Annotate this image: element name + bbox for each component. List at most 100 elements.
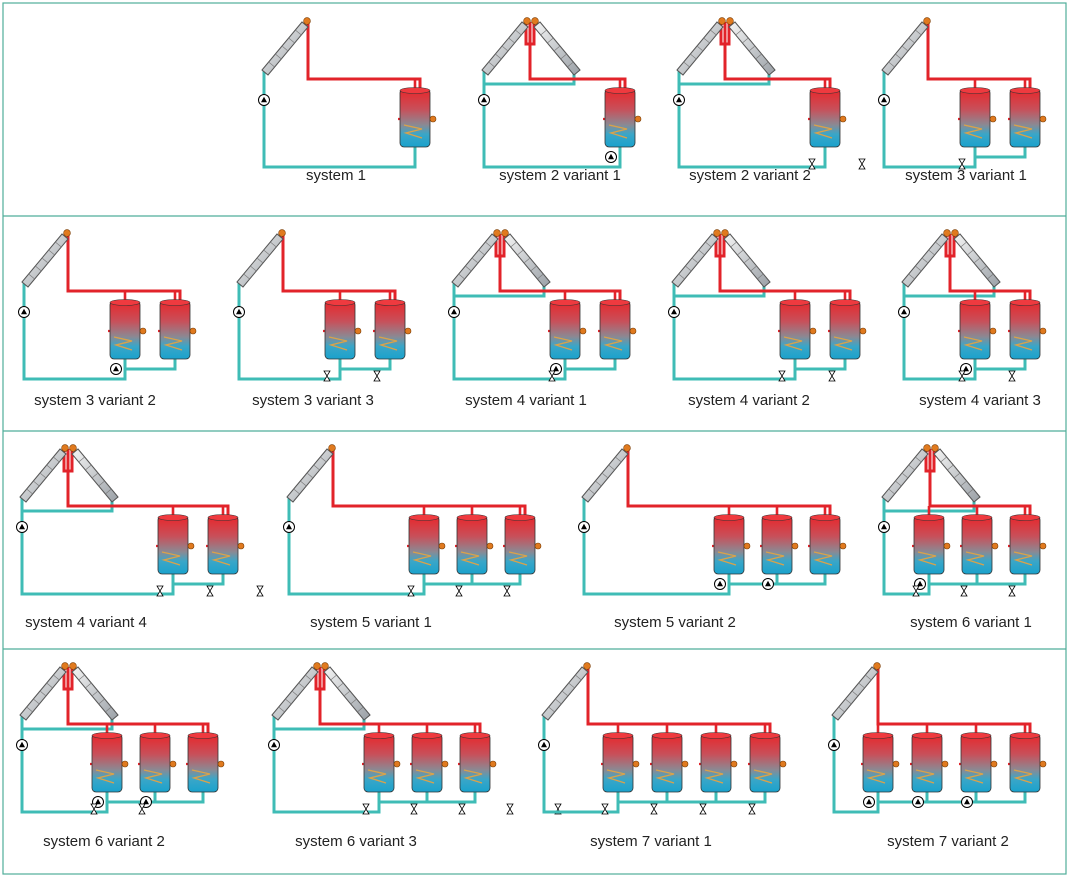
sensor-dot — [534, 542, 542, 550]
pump-icon — [878, 94, 890, 106]
pump-icon — [828, 739, 840, 751]
storage-tank — [809, 87, 847, 148]
valve-icon — [503, 585, 511, 597]
system-cell: system 6 variant 3 — [268, 662, 562, 850]
sensor-dot — [951, 229, 959, 237]
valve-icon — [410, 803, 418, 815]
sensor-dot — [493, 229, 501, 237]
sensor-dot — [730, 760, 738, 768]
system-label: system 3 variant 3 — [252, 392, 374, 409]
sensor-dot — [634, 115, 642, 123]
system-label: system 4 variant 2 — [688, 392, 810, 409]
sensor-dot — [989, 327, 997, 335]
sensor-dot — [139, 327, 147, 335]
valve-icon — [458, 803, 466, 815]
system-cell: system 4 variant 4 — [16, 444, 264, 631]
valve-icon — [1008, 370, 1016, 382]
valve-icon — [650, 803, 658, 815]
sensor-dot — [404, 327, 412, 335]
sensor-dot — [718, 17, 726, 25]
pump-icon — [16, 521, 28, 533]
system-cell: system 2 variant 1 — [478, 17, 642, 184]
valve-icon — [958, 158, 966, 170]
system-label: system 6 variant 2 — [43, 833, 165, 850]
collector-panel — [321, 662, 371, 721]
storage-tank — [599, 299, 637, 360]
sensor-dot — [1039, 115, 1047, 123]
storage-tank — [504, 514, 542, 575]
pump-icon — [578, 521, 590, 533]
sensor-dot — [61, 662, 69, 670]
collector-panel — [831, 662, 881, 721]
sensor-dot — [623, 444, 631, 452]
valve-icon — [90, 803, 98, 815]
valve-icon — [373, 370, 381, 382]
sensor-dot — [354, 327, 362, 335]
collector-panel — [69, 444, 119, 503]
sensor-dot — [486, 542, 494, 550]
sensor-dot — [779, 760, 787, 768]
sensor-dot — [489, 760, 497, 768]
sensor-dot — [931, 444, 939, 452]
pump-icon — [448, 306, 460, 318]
sensor-dot — [217, 760, 225, 768]
valve-icon — [828, 370, 836, 382]
pump-icon — [233, 306, 245, 318]
system-cell: system 1 — [258, 17, 437, 184]
sensor-dot — [681, 760, 689, 768]
collector-panel — [501, 229, 551, 288]
sensor-dot — [726, 17, 734, 25]
pump-icon — [283, 521, 295, 533]
storage-tank — [374, 299, 412, 360]
system-cell: system 4 variant 3 — [898, 229, 1047, 409]
storage-tank — [961, 514, 999, 575]
storage-tank — [713, 514, 751, 575]
sensor-dot — [743, 542, 751, 550]
pump-icon — [668, 306, 680, 318]
valve-icon — [206, 585, 214, 597]
sensor-dot — [859, 327, 867, 335]
sensor-dot — [189, 327, 197, 335]
storage-tank — [411, 732, 449, 793]
sensor-dot — [873, 662, 881, 670]
storage-tank — [408, 514, 446, 575]
collector-panel — [69, 662, 119, 721]
storage-tank — [187, 732, 225, 793]
storage-tank — [700, 732, 738, 793]
pump-icon — [714, 578, 726, 590]
valve-icon — [1008, 585, 1016, 597]
system-label: system 2 variant 2 — [689, 167, 811, 184]
sensor-dot — [1039, 542, 1047, 550]
valve-icon — [156, 585, 164, 597]
system-cell: system 3 variant 2 — [18, 229, 197, 409]
system-label: system 5 variant 2 — [614, 614, 736, 631]
storage-tank — [602, 732, 640, 793]
system-label: system 7 variant 2 — [887, 833, 1009, 850]
collector-panel — [271, 662, 321, 721]
valve-icon — [362, 803, 370, 815]
sensor-dot — [303, 17, 311, 25]
system-cell: system 7 variant 1 — [538, 662, 787, 850]
storage-tank — [960, 732, 998, 793]
valve-icon — [323, 370, 331, 382]
sensor-dot — [791, 542, 799, 550]
system-cell: system 5 variant 1 — [283, 444, 542, 631]
collector-panel — [901, 229, 951, 288]
storage-tank — [911, 732, 949, 793]
sensor-dot — [943, 542, 951, 550]
storage-tank — [959, 299, 997, 360]
sensor-dot — [169, 760, 177, 768]
valve-icon — [808, 158, 816, 170]
storage-tank — [1009, 732, 1047, 793]
system-label: system 6 variant 3 — [295, 833, 417, 850]
storage-tank — [363, 732, 401, 793]
system-cell: system 3 variant 1 — [878, 17, 1047, 184]
storage-tank — [157, 514, 195, 575]
storage-tank — [809, 514, 847, 575]
sensor-dot — [501, 229, 509, 237]
pump-icon — [258, 94, 270, 106]
system-label: system 4 variant 3 — [919, 392, 1041, 409]
pump-icon — [18, 306, 30, 318]
pump-icon — [538, 739, 550, 751]
sensor-dot — [943, 229, 951, 237]
